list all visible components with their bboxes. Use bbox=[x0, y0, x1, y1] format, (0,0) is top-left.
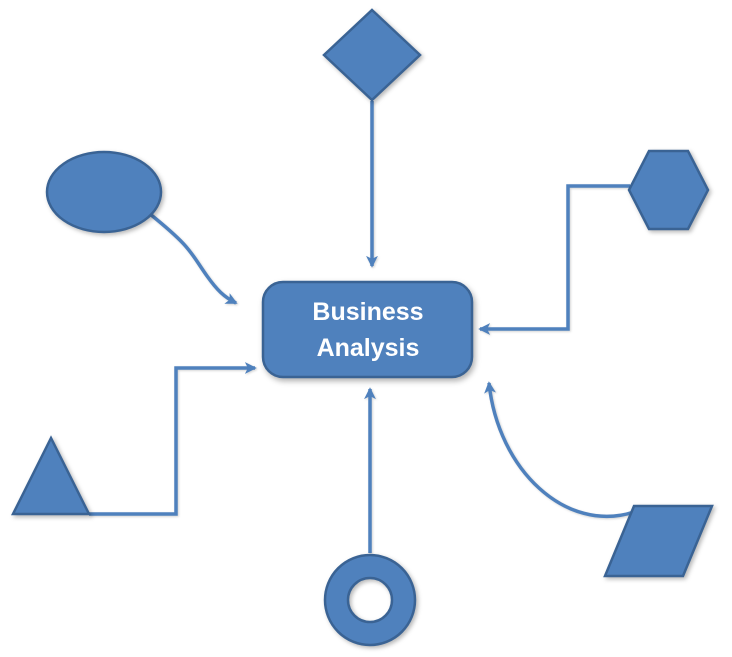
arrow-from-ellipse bbox=[148, 212, 238, 305]
hexagon-shape bbox=[627, 149, 710, 231]
center-label-line1: Business bbox=[312, 298, 423, 326]
center-label-line2: Analysis bbox=[317, 334, 420, 362]
center-node bbox=[261, 280, 474, 379]
arrow-from-parallelogram bbox=[484, 381, 635, 519]
diamond-shape bbox=[322, 8, 422, 102]
parallelogram-shape bbox=[603, 504, 714, 578]
triangle-shape bbox=[10, 435, 92, 516]
donut-shape bbox=[323, 553, 417, 647]
ellipse-shape bbox=[45, 150, 163, 234]
arrow-from-hexagon bbox=[478, 184, 630, 335]
arrow-from-triangle bbox=[89, 362, 257, 516]
